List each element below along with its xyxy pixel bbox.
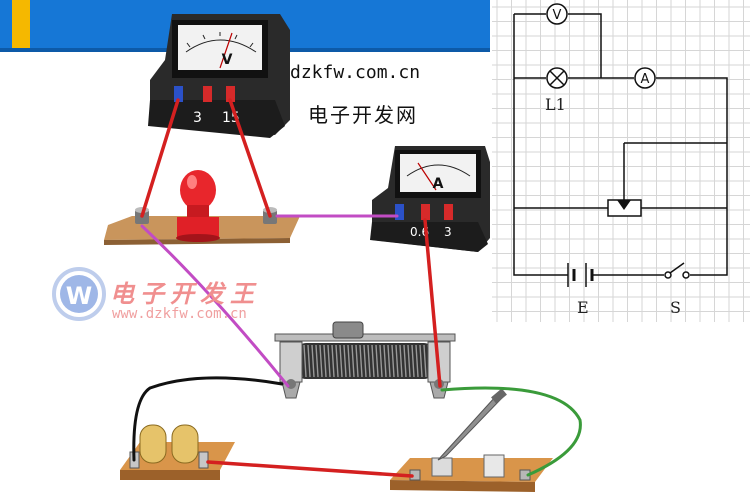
schematic-rheostat	[607, 199, 642, 217]
wires	[132, 98, 582, 478]
schematic-lamp-label: L1	[545, 95, 566, 114]
voltmeter-terminal-3: 3	[193, 110, 202, 126]
schematic-ammeter: A	[634, 67, 656, 89]
ammeter-terminal-3: 3	[444, 225, 452, 239]
ammeter: A 0.6 3	[370, 146, 490, 252]
schematic-lamp-l1	[546, 67, 568, 89]
schematic-voltmeter-symbol: V	[553, 8, 562, 23]
voltmeter-symbol: V	[222, 52, 233, 68]
wire-green-rheostat-switch	[440, 386, 582, 477]
site-name: 电子开发网	[308, 103, 418, 127]
schematic-circuit	[513, 13, 728, 276]
watermark-logo: W	[52, 267, 106, 321]
watermark-name: 电子开发王	[110, 279, 260, 308]
wire-pink-resistor-rheostat	[140, 224, 290, 388]
sliding-rheostat	[274, 321, 456, 399]
wire-red-voltmeter-left	[140, 98, 180, 218]
battery-box	[120, 424, 235, 480]
knife-switch	[390, 388, 553, 492]
wire-red-ammeter-rheostat	[423, 218, 442, 388]
svg-text:W: W	[66, 282, 92, 310]
schematic-switch-label: S	[670, 298, 681, 317]
resistor-terminals	[135, 207, 277, 224]
header-banner-accent	[12, 0, 30, 48]
ammeter-symbol: A	[433, 176, 444, 192]
watermark-url: www.dzkfw.com.cn	[112, 306, 247, 322]
schematic-ammeter-symbol: A	[641, 72, 650, 87]
schematic-switch	[664, 262, 690, 279]
wire-red-battery-switch	[206, 460, 414, 478]
schematic-grid	[492, 0, 750, 322]
site-url: dzkfw.com.cn	[290, 62, 421, 83]
wire-black-rheostat-battery	[132, 376, 284, 462]
voltmeter: V 3 15	[148, 14, 290, 138]
wire-red-voltmeter-right	[228, 98, 272, 218]
schematic-battery	[562, 263, 598, 287]
fixed-resistor	[176, 170, 220, 242]
battery-cell	[139, 424, 199, 464]
schematic-battery-label: E	[577, 298, 589, 317]
schematic-voltmeter: V	[546, 3, 568, 25]
